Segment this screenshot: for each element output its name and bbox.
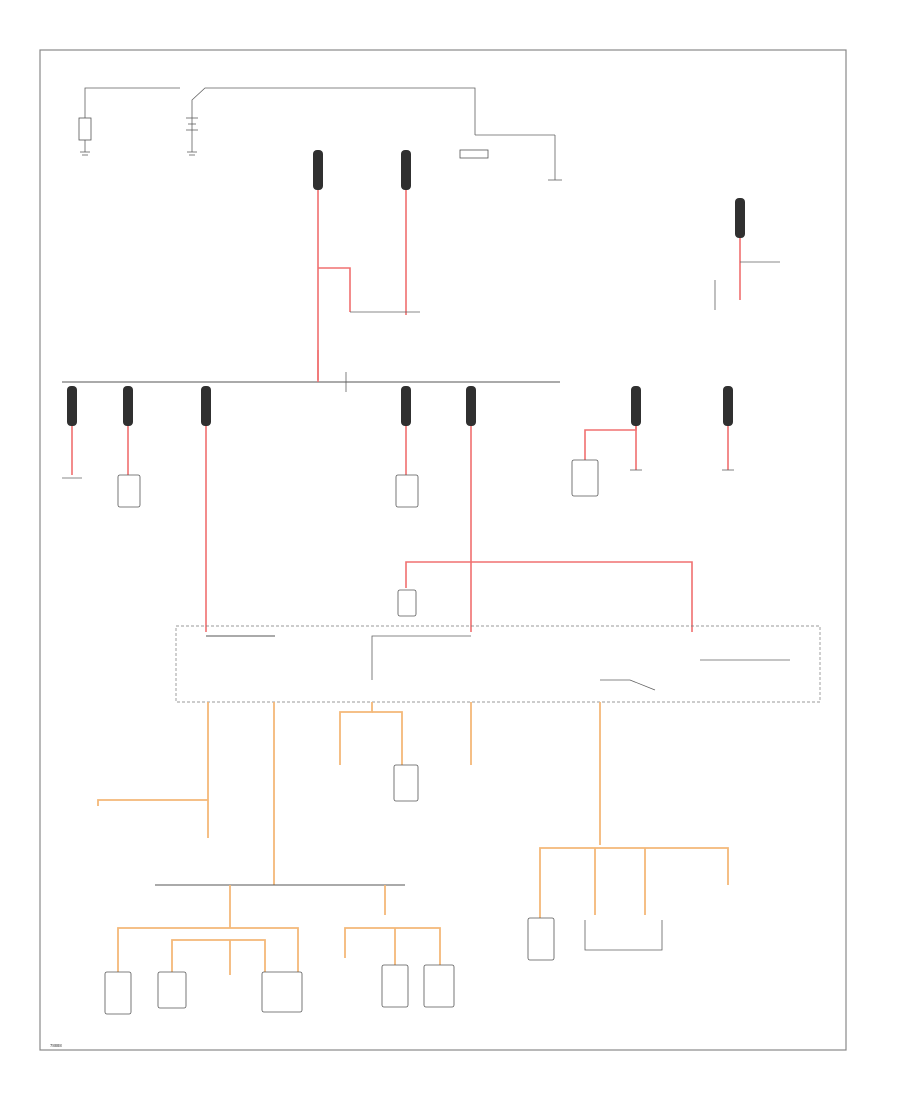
fuse-icon xyxy=(723,386,733,426)
footer-code: 78888 xyxy=(50,1043,62,1048)
fuse-icon xyxy=(201,386,211,426)
fuse-icon xyxy=(401,150,411,190)
red-feed-loop xyxy=(397,561,693,632)
battery-icon xyxy=(186,117,198,131)
component-box-icon xyxy=(395,474,419,508)
battery-section xyxy=(78,87,562,181)
fuse-block xyxy=(175,625,821,703)
fuse-icon xyxy=(67,386,77,426)
splice-bus xyxy=(62,350,560,392)
component-box-icon xyxy=(381,964,409,1008)
component-box-icon xyxy=(423,964,455,1008)
bus-fuses xyxy=(62,386,734,632)
ground-icon xyxy=(80,151,197,156)
diagram-frame xyxy=(39,49,847,1051)
component-box-icon xyxy=(117,474,141,508)
fuse-icon xyxy=(735,198,745,238)
component-box-icon xyxy=(261,971,303,1013)
fuse-icon xyxy=(631,386,641,426)
top-fuses xyxy=(313,150,780,380)
fuse-icon xyxy=(313,150,323,190)
lower-wiring xyxy=(97,702,729,1015)
component-box-icon xyxy=(393,764,419,802)
fuse-icon xyxy=(466,386,476,426)
component-box-icon xyxy=(571,459,599,497)
fuse-icon xyxy=(401,386,411,426)
fuse-icon xyxy=(123,386,133,426)
component-box-icon xyxy=(104,971,132,1015)
component-box-icon xyxy=(527,917,555,961)
component-box-icon xyxy=(157,971,187,1009)
